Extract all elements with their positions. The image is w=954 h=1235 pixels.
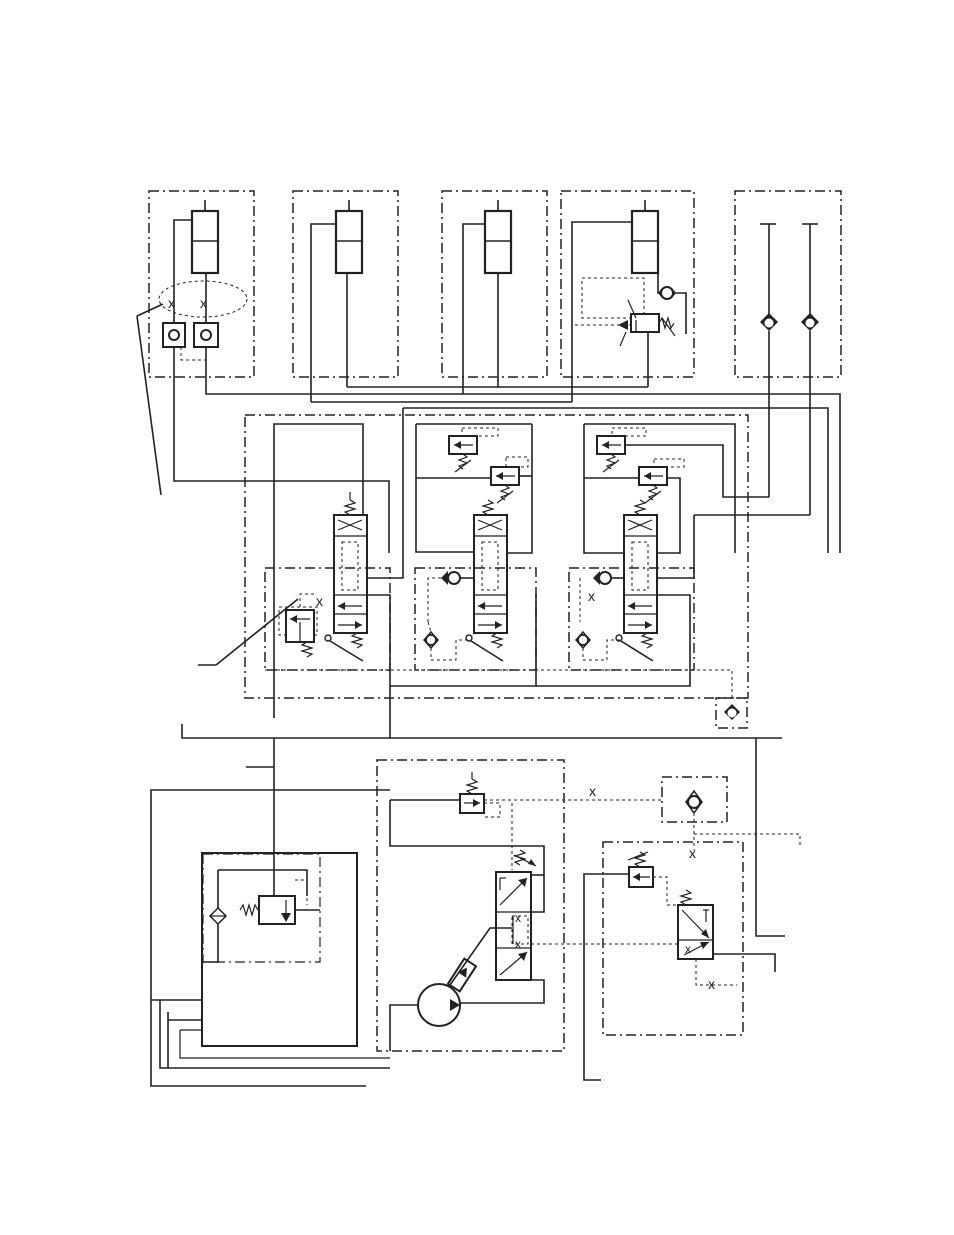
check-valve-2 xyxy=(424,571,474,660)
svg-text:x: x xyxy=(515,937,521,951)
shuttle-valve-box: x xyxy=(662,777,800,861)
check-valve-3: x xyxy=(576,571,624,660)
actuator-group-4 xyxy=(561,191,694,402)
actuator-group-3 xyxy=(442,191,547,394)
relief-valve-3b xyxy=(639,459,684,503)
actuator-group-2 xyxy=(293,191,398,402)
svg-text:x: x xyxy=(689,845,696,861)
load-sense-valve xyxy=(678,905,713,959)
tank-relief-valve xyxy=(259,896,295,924)
load-sense-unit: x x xyxy=(584,842,775,1080)
svg-text:x: x xyxy=(685,942,691,956)
directional-valve-3 xyxy=(616,500,657,661)
reservoir xyxy=(202,738,357,1046)
check-valve-ball xyxy=(661,287,673,299)
svg-text:x: x xyxy=(316,593,323,609)
directional-valve-2 xyxy=(466,500,507,661)
relief-valve-3a xyxy=(597,428,646,472)
outer-lines xyxy=(151,790,390,1086)
check-valve-outlet xyxy=(716,698,747,728)
swash-plate-actuator xyxy=(448,959,476,992)
actuator-group-1: x x xyxy=(149,191,254,377)
svg-text:x: x xyxy=(588,588,595,604)
pump-unit: x x x xyxy=(377,760,716,1051)
actuator-group-5 xyxy=(735,191,841,515)
svg-text:x: x xyxy=(708,976,715,992)
relief-valve-2b xyxy=(491,457,528,503)
svg-text:x: x xyxy=(589,783,596,799)
control-valve-bank: x x xyxy=(174,347,810,738)
directional-valve-1 xyxy=(325,492,367,661)
relief-valve-2a xyxy=(449,428,498,472)
compensator-1: x xyxy=(279,593,323,657)
svg-text:x: x xyxy=(515,911,521,925)
